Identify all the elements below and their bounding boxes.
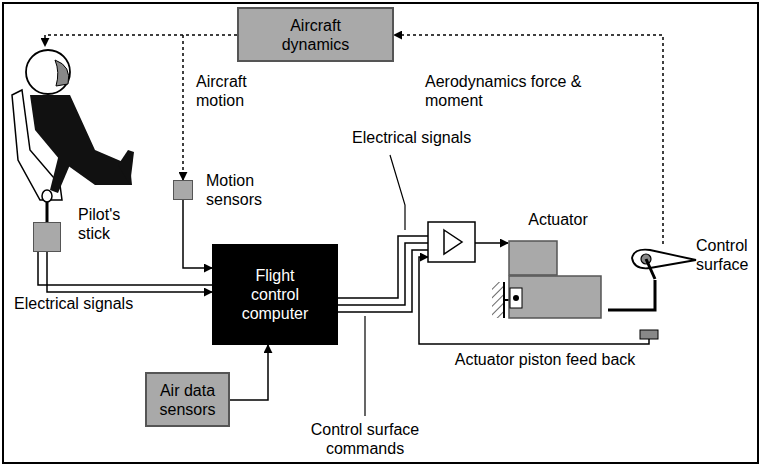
leader-line — [364, 316, 365, 416]
node-box: Pilot's stick — [33, 222, 61, 252]
text-label: Control surface commands — [290, 420, 440, 458]
control-horn — [646, 259, 655, 279]
text-label: Electrical signals — [14, 294, 184, 313]
signal-wire — [338, 250, 428, 312]
pivot — [513, 295, 519, 301]
end-cap — [510, 288, 522, 308]
connector — [47, 252, 212, 292]
text-label: Aerodynamics force & moment — [425, 72, 630, 110]
connector — [183, 200, 212, 268]
text-label: Electrical signals — [352, 128, 502, 147]
mount-ground — [492, 282, 504, 318]
airfoil — [632, 250, 696, 269]
node-box: Control surface — [628, 244, 698, 280]
frame-border — [2, 2, 759, 464]
connector — [338, 243, 508, 305]
signal-wire — [38, 252, 212, 285]
servo-valve — [509, 241, 557, 275]
node-label: Control surface — [696, 236, 758, 274]
node-label: Motion sensors — [206, 171, 286, 209]
amplifier-box — [428, 222, 475, 262]
node-label: Air data sensors — [152, 381, 224, 419]
actuator-drawing — [508, 240, 608, 322]
signal-wire — [338, 236, 428, 298]
text-label: Aircraft motion — [196, 72, 280, 110]
connector — [230, 345, 268, 400]
connector — [608, 280, 655, 310]
node-label: Pilot's stick — [78, 205, 140, 243]
control-surface-drawing — [628, 244, 698, 280]
node-label: Aircraft dynamics — [266, 16, 366, 54]
pilot-figure — [12, 50, 134, 222]
node-label: Actuator — [508, 210, 608, 229]
text-label: Actuator piston feed back — [450, 350, 640, 369]
node-box: Aircraft dynamics — [237, 7, 394, 62]
node-label: Flight control computer — [230, 266, 320, 323]
feedback-to-pilot — [45, 35, 183, 46]
amplifier-symbol — [444, 230, 462, 254]
node-box: Actuator — [508, 240, 608, 322]
cylinder — [509, 276, 601, 318]
position-sensor — [640, 330, 658, 339]
node-box: Motion sensors — [173, 180, 193, 200]
node-box: Flight control computer — [212, 244, 338, 345]
node-box: Air data sensors — [145, 372, 230, 427]
leader-line — [390, 155, 405, 230]
